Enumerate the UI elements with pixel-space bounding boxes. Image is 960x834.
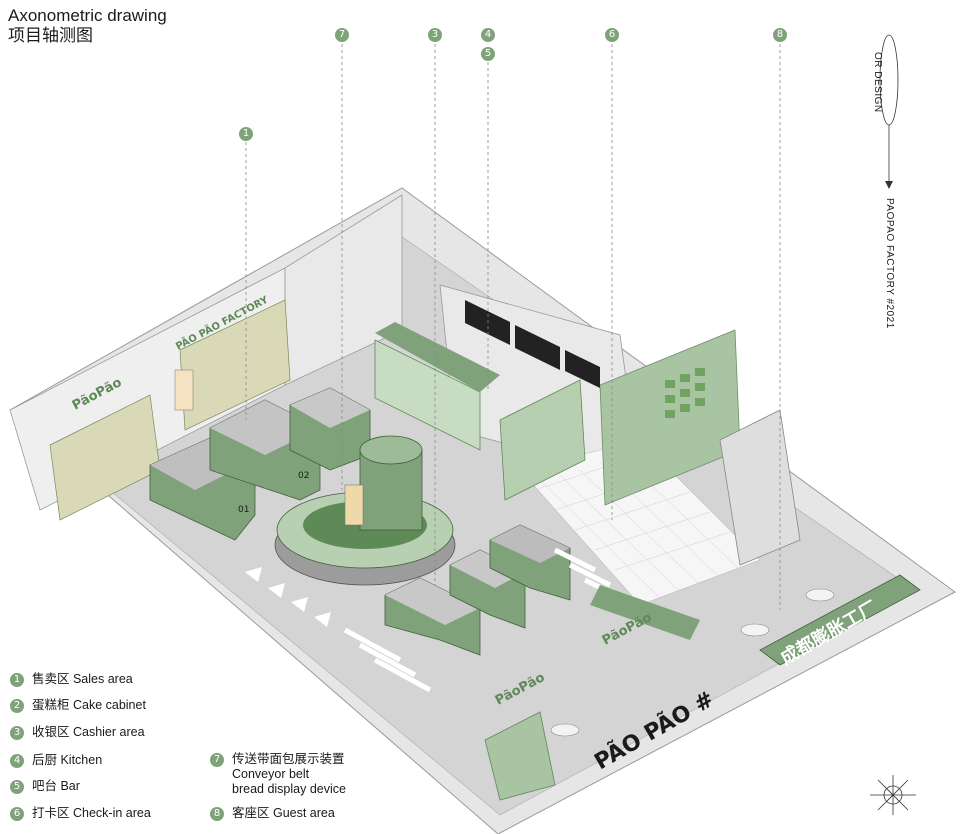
legend-marker: 6 [10, 807, 24, 821]
marker-1: 1 [239, 127, 253, 141]
brand-arrow-head [885, 181, 893, 189]
legend-item-7: 7 传送带面包展示装置 Conveyor belt bread display … [210, 752, 346, 797]
legend-item-6: 6 打卡区 Check-in area [10, 806, 151, 821]
floor-arrows [245, 567, 331, 627]
bar-counter-top [375, 322, 500, 392]
bar-counter-front [374, 339, 481, 451]
legend-marker: 7 [210, 753, 224, 767]
cake-cabinets [149, 387, 371, 541]
legend-item-3: 3 收银区 Cashier area [10, 725, 145, 740]
title-zh: 项目轴测图 [8, 26, 93, 45]
marker-6: 6 [605, 28, 619, 42]
legend-item-2: 2 蛋糕柜 Cake cabinet [10, 698, 146, 713]
marker-5: 5 [481, 47, 495, 61]
marker-7: 7 [335, 28, 349, 42]
menu-board-2 [515, 325, 560, 370]
legend-label: 后厨 Kitchen [32, 753, 103, 767]
legend-line: bread display device [232, 782, 346, 796]
kitchen-tile-floor [519, 439, 761, 606]
marker-8: 8 [773, 28, 787, 42]
marker-3: 3 [428, 28, 442, 42]
brand-project: PAOPAO FACTORY #2021 [884, 198, 895, 329]
title-block: Axonometric drawing 项目轴测图 [8, 6, 167, 46]
menu-board-1 [465, 300, 510, 345]
legend-label: 客座区 Guest area [232, 806, 335, 820]
legend-item-1: 1 售卖区 Sales area [10, 672, 133, 687]
wall-chairs [665, 368, 705, 418]
guest-area [484, 574, 921, 801]
marker-4: 4 [481, 28, 495, 42]
legend-item-4: 4 后厨 Kitchen [10, 753, 102, 768]
legend-marker: 8 [210, 807, 224, 821]
center-counters [384, 524, 571, 656]
legend-label: 打卡区 Check-in area [32, 806, 151, 820]
leader-lines [245, 44, 781, 610]
cashier-kiosk [499, 379, 586, 501]
legend-label: 收银区 Cashier area [32, 725, 145, 739]
legend-label: 售卖区 Sales area [32, 672, 133, 686]
tile-grid [534, 451, 741, 599]
legend-marker: 2 [10, 699, 24, 713]
legend-item-8: 8 客座区 Guest area [210, 806, 335, 821]
legend-label-multiline: 传送带面包展示装置 Conveyor belt bread display de… [232, 752, 346, 797]
legend-marker: 1 [10, 673, 24, 687]
legend-label: 蛋糕柜 Cake cabinet [32, 698, 146, 712]
title-en: Axonometric drawing [8, 6, 167, 25]
cabinet-label-01: 01 [238, 505, 249, 515]
conveyor-belt-device [274, 435, 456, 586]
legend-label: 吧台 Bar [32, 779, 80, 793]
legend-line: 传送带面包展示装置 [232, 752, 345, 766]
legend-item-5: 5 吧台 Bar [10, 779, 80, 794]
legend-marker: 3 [10, 726, 24, 740]
menu-board-3 [565, 350, 600, 388]
brand-design: OR DESIGN [872, 52, 883, 113]
legend-marker: 5 [10, 780, 24, 794]
legend-marker: 4 [10, 754, 24, 768]
legend-line: Conveyor belt [232, 767, 310, 781]
cabinet-label-02: 02 [298, 471, 309, 481]
compass-icon [870, 775, 916, 815]
